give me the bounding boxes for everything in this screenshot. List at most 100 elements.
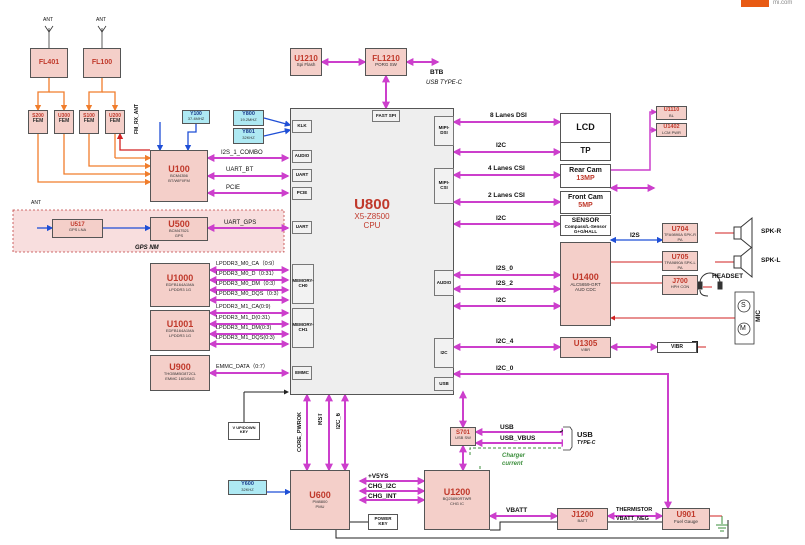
cpu-model: X5-Z8500	[354, 211, 390, 221]
usb-connector-label: USB	[577, 430, 593, 439]
lpddr-m0-ca-label: LPDDR3_M0_CA（0:9）	[216, 261, 278, 267]
i2c-0-label: I2C_0	[496, 365, 514, 372]
lpddr-m1-d-label: LPDDR3_M1_D(0:31)	[216, 315, 270, 321]
fl100-block: FL100	[83, 48, 121, 78]
charger-current-label-2: current	[502, 461, 523, 467]
i2s-0-label: I2S_0	[496, 265, 513, 272]
fm-rx-ant-label: FM_RX_ANT	[134, 104, 140, 135]
charger-current-label-1: Charger	[502, 453, 526, 459]
chg-i2c-label: CHG_I2C	[368, 483, 397, 490]
cpu-port-fastspi: FAST SPI	[372, 110, 400, 122]
emmc-data-label: EMMC_DATA（0:7）	[216, 364, 269, 370]
cpu-port-mem0: MEMORY-CH0	[292, 264, 314, 304]
i2c-sensor-label: I2C	[496, 215, 507, 222]
cpu-type: CPU	[363, 220, 381, 230]
cpu-port-uart2: UART	[292, 221, 312, 234]
i2s-combo-label: I2S_1_COMBO	[221, 150, 263, 156]
brand-text: mi.com	[773, 0, 793, 6]
thermistor-label: THERMISTOR	[616, 507, 653, 513]
lcd-label: LCD	[576, 122, 595, 132]
antenna-label-1: ANT	[43, 17, 53, 23]
i2c-6-label: I2C_6	[336, 413, 342, 430]
lpddr-m0-dm-label: LPDDR3_M0_DM（0:3）	[216, 281, 279, 287]
i2c-4-label: I2C_4	[496, 338, 514, 345]
speaker-s-glyph: S	[741, 302, 746, 309]
fl401-block: FL401	[30, 48, 68, 78]
uart-gps-label: UART_GPS	[224, 220, 257, 226]
cpu-port-pcie: PCIE	[292, 187, 312, 200]
vbatt-neg-label: VBATT_NEG	[616, 516, 649, 522]
cpu-port-emmc: EMMC	[292, 366, 312, 380]
i2c-aud-label: I2C	[496, 297, 507, 304]
mic-m-glyph: M	[740, 325, 746, 332]
i2s-2-label: I2S_2	[496, 280, 513, 287]
headset-label: HEADSET	[712, 273, 744, 280]
rst-label: RST	[318, 413, 324, 425]
lpddr-m0-d-label: LPDDR3_M0_D（0:31）	[216, 271, 278, 277]
i2s-label: I2S	[630, 232, 640, 239]
usb-vbus-label: USB_VBUS	[500, 435, 536, 442]
csi2-label: 2 Lanes CSI	[488, 192, 525, 199]
btb-label: BTB	[430, 69, 444, 76]
spk-l-label: SPK-L	[761, 257, 781, 264]
dsi-label: 8 Lanes DSI	[490, 112, 527, 119]
lpddr-m1-dqs-label: LPDDR3_M1_DQS(0:3)	[216, 335, 275, 341]
cpu-port-mem1: MEMORY-CH1	[292, 308, 314, 348]
vibr-block: VIBR	[657, 342, 697, 353]
lpddr-m1-dm-label: LPDDR3_M1_DM(0:3)	[216, 325, 272, 331]
usb-type-c-top-label: USB TYPE-C	[426, 80, 463, 86]
mic-label: MIC	[755, 310, 762, 322]
lpddr-m0-dqs-label: LPDDR3_M0_DQS（0:3）	[216, 291, 283, 297]
uart-bt-label: UART_BT	[226, 167, 254, 173]
v5sys-label: +V5YS	[368, 473, 389, 480]
tp-label: TP	[580, 146, 591, 155]
chg-int-label: CHG_INT	[368, 493, 397, 500]
vbatt-label: VBATT	[506, 507, 528, 514]
cpu-port-usb: USB	[434, 377, 454, 391]
usb-signal-label: USB	[500, 424, 514, 431]
cpu-port-clk: KLK	[292, 120, 312, 133]
spk-r-label: SPK-R	[761, 228, 782, 235]
cpu-port-audio: AUDIO	[292, 150, 312, 163]
core-pwrok-label: CORE_PWROK	[297, 412, 303, 453]
antenna-label-3: ANT	[31, 200, 41, 206]
cpu-port-mipi-csi: MIPI-CSI	[434, 168, 454, 204]
cpu-port-i2c: I2C	[434, 338, 454, 368]
i2c-lcd-label: I2C	[496, 142, 507, 149]
cpu-port-mipi-dsi: MIPI-DSI	[434, 116, 454, 146]
pcie-label: PCIE	[226, 185, 241, 191]
csi4-label: 4 Lanes CSI	[488, 165, 525, 172]
lcd-tp-block: LCD TP	[560, 113, 611, 161]
